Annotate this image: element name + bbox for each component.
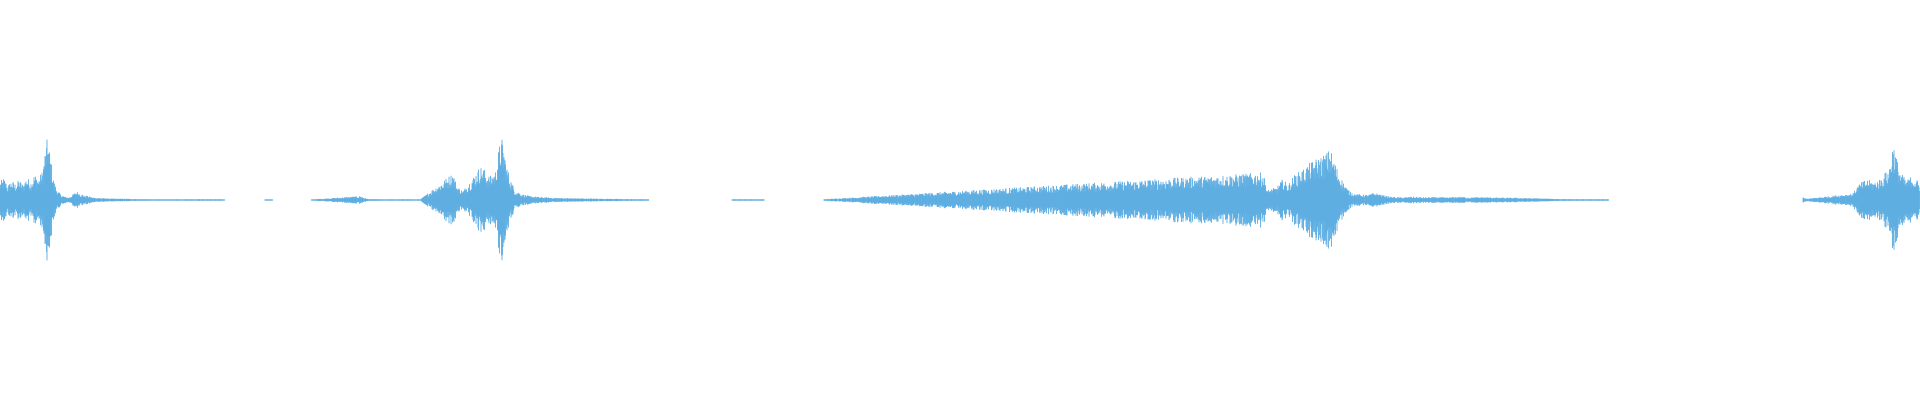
waveform-bars [0,139,1920,261]
